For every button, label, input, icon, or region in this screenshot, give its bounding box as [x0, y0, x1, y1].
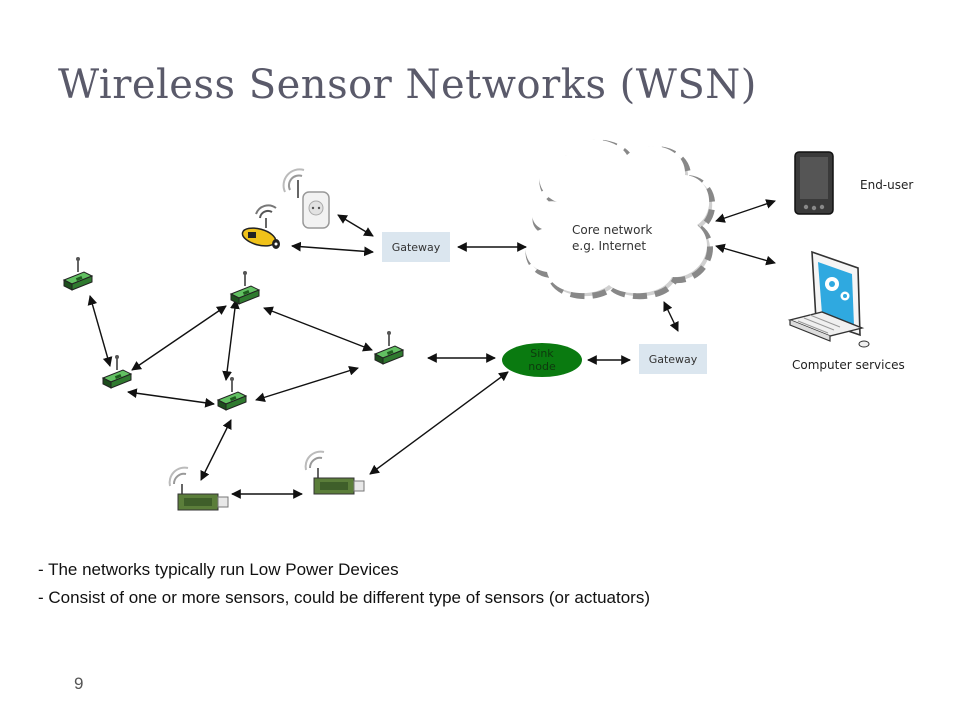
cloud-label-line1: Core network: [572, 223, 653, 237]
smart-plug-icon: [282, 168, 330, 229]
sensor-mote-icon: [102, 354, 132, 389]
usb-sensor-icon: [304, 450, 365, 495]
connection-arrows: [87, 199, 776, 499]
sink-label-line2: node: [528, 360, 556, 373]
computer-services-label: Computer services: [792, 358, 905, 372]
actuator-device-icon: [241, 204, 280, 249]
gateway-box-bottom: Gateway: [639, 344, 707, 374]
computer-icon: [787, 250, 870, 348]
cloud-icon: [525, 139, 716, 300]
gateway-label: Gateway: [648, 352, 698, 366]
gateway-box-top: Gateway: [382, 232, 450, 262]
sensor-mote-icon: [230, 270, 260, 305]
sink-node: Sink node: [502, 343, 582, 377]
sensor-mote-icon: [63, 256, 93, 291]
sensor-mote-icon: [217, 376, 247, 411]
sensor-mote-icon: [374, 330, 404, 365]
pda-device-icon: [794, 151, 834, 215]
slide-title: Wireless Sensor Networks (WSN): [58, 62, 757, 108]
end-user-label: End-user: [860, 178, 914, 192]
bullet-item: - The networks typically run Low Power D…: [38, 560, 399, 579]
page-number: 9: [74, 674, 84, 693]
cloud-label-line2: e.g. Internet: [572, 239, 647, 253]
sink-label-line1: Sink: [530, 347, 554, 360]
gateway-label: Gateway: [391, 240, 441, 254]
usb-sensor-icon: [168, 466, 229, 511]
core-network-label: Core network e.g. Internet: [572, 222, 652, 254]
bullet-item: - Consist of one or more sensors, could …: [38, 588, 650, 607]
